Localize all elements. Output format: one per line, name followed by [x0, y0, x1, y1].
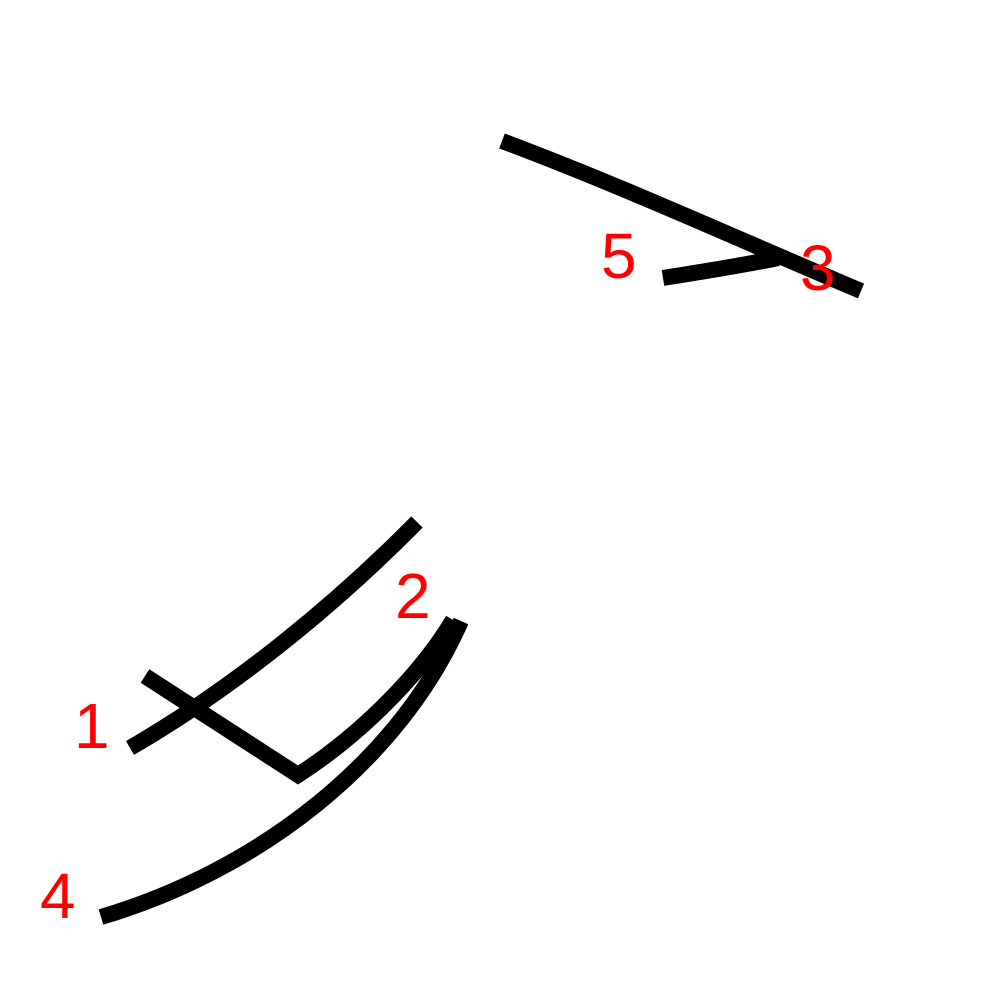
- stroke-3-label: 3: [800, 232, 836, 304]
- stroke-3-path: [499, 133, 865, 299]
- stroke-2-label: 2: [395, 560, 431, 632]
- stroke-1-path: [125, 516, 423, 755]
- stroke-5-path: [661, 250, 780, 286]
- stroke-4-path: [98, 617, 469, 925]
- stroke-5-label: 5: [601, 220, 637, 292]
- stroke-4-label: 4: [40, 860, 76, 932]
- stroke-1-label: 1: [74, 690, 110, 762]
- stroke-2-path: [140, 615, 460, 785]
